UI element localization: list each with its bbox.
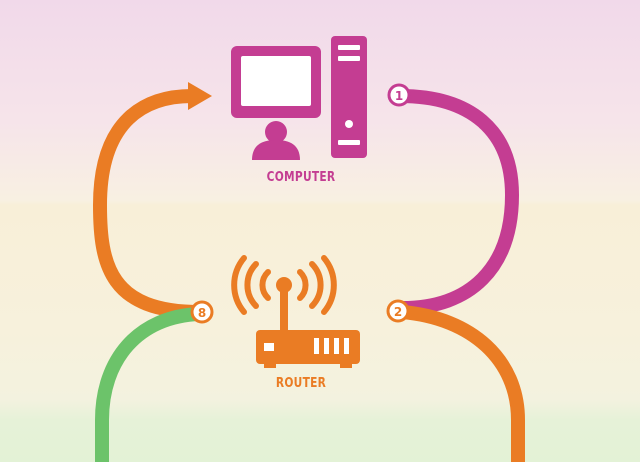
user-icon [252,121,300,160]
step-number: 8 [198,306,206,320]
step-number: 1 [395,89,403,103]
computer-monitor-icon [231,46,321,118]
step-number: 2 [394,305,402,319]
arrow-router-to-computer [92,89,207,319]
step-badge-8: 8 [190,300,214,324]
pc-tower-icon [331,36,367,158]
wifi-router-icon [231,255,360,368]
computer-icon [231,36,367,160]
arc-green-lower-left [95,307,207,462]
arrowhead-icon [188,82,212,110]
router-label: ROUTER [275,376,327,391]
step-badge-2: 2 [386,299,410,323]
computer-label: COMPUTER [266,170,336,185]
step-badge-1: 1 [387,83,411,107]
arc-router-down-right [395,305,525,462]
arc-computer-to-router [393,89,520,315]
